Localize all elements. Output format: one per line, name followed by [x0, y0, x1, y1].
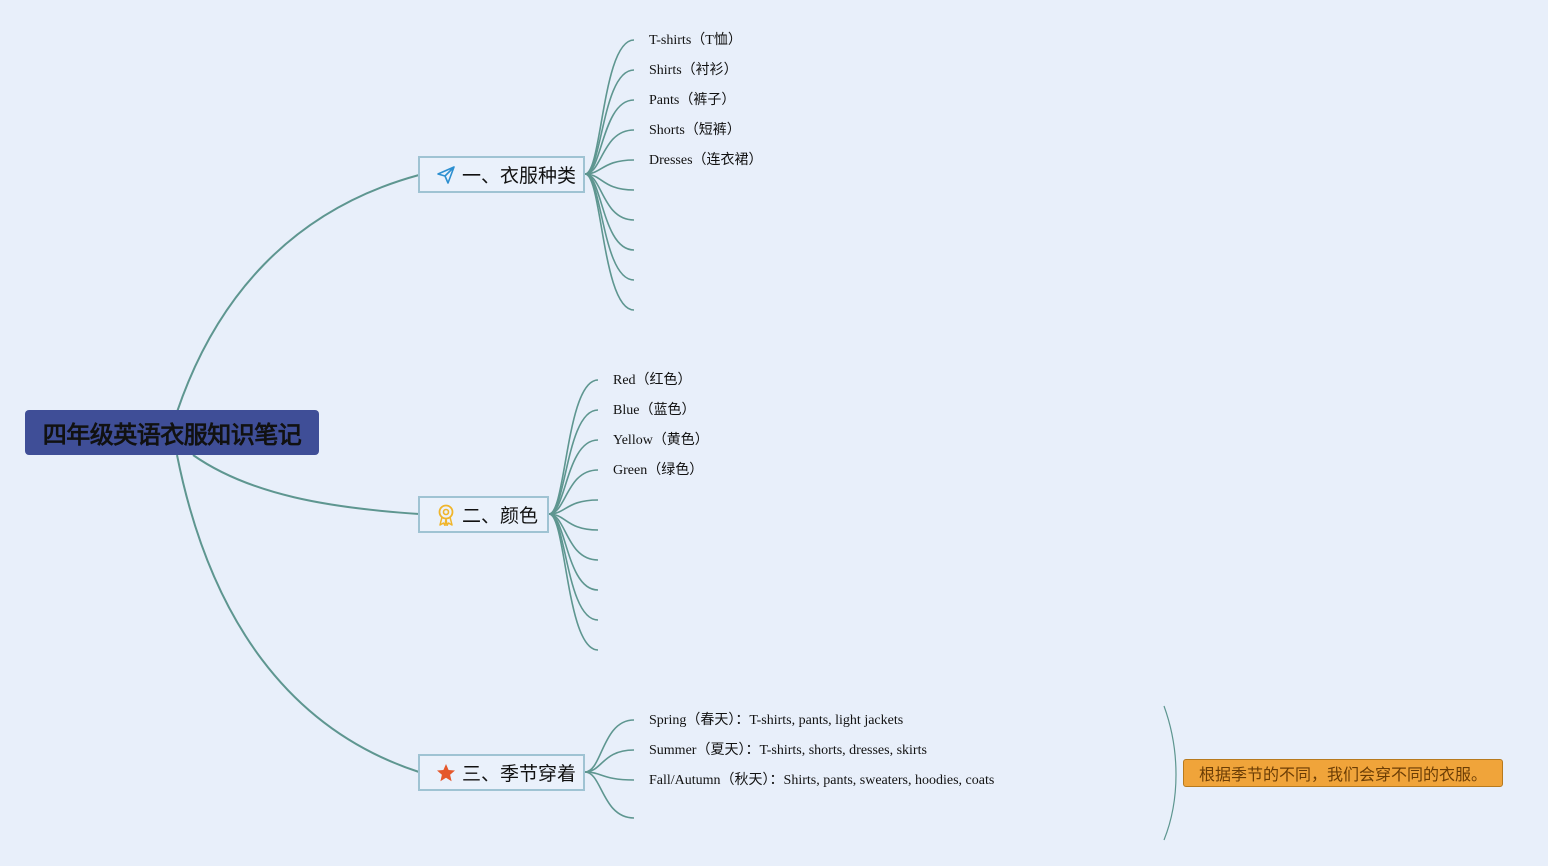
- topic-colors[interactable]: 二、颜色: [418, 496, 549, 533]
- root-node[interactable]: 四年级英语衣服知识笔记: [25, 410, 319, 455]
- leaf-topic1-item5[interactable]: Dresses（连衣裙）: [649, 153, 763, 168]
- topic-1-branch-1: [584, 39, 635, 175]
- leaf-topic1-item2[interactable]: Shirts（衬衫）: [649, 63, 738, 78]
- root-to-topic-2-line: [192, 454, 420, 515]
- topic-1-branch-3: [584, 99, 635, 175]
- summary-brace: [1163, 705, 1177, 841]
- topic-3-branch-2: [584, 749, 635, 773]
- root-to-topic-1-line: [176, 174, 420, 413]
- leaf-topic3-item3[interactable]: Fall/Autumn（秋天）：Shirts, pants, sweaters,…: [649, 773, 995, 788]
- leaf-topic2-item2[interactable]: Blue（蓝色）: [613, 403, 696, 418]
- star-icon: [436, 762, 456, 784]
- topic-1-branch-10: [584, 173, 635, 311]
- topic-2-branch-3: [548, 439, 599, 515]
- leaf-topic2-item3[interactable]: Yellow（黄色）: [613, 433, 709, 448]
- leaf-topic1-item4[interactable]: Shorts（短裤）: [649, 123, 741, 138]
- leaf-topic2-item4[interactable]: Green（绿色）: [613, 463, 704, 478]
- summary-note[interactable]: 根据季节的不同，我们会穿不同的衣服。: [1183, 759, 1503, 787]
- summary-note-text: 根据季节的不同，我们会穿不同的衣服。: [1198, 765, 1487, 784]
- topic-2-branch-10: [548, 513, 599, 651]
- paper-plane-icon: [436, 164, 456, 186]
- leaf-topic1-item1[interactable]: T-shirts（T恤）: [649, 33, 742, 48]
- topic-3-branch-1: [584, 719, 635, 773]
- topic-3-branch-4: [584, 771, 635, 819]
- topic-label: 二、颜色: [462, 505, 539, 527]
- topic-2-branch-1: [548, 379, 599, 515]
- leaf-topic1-item3[interactable]: Pants（裤子）: [649, 93, 736, 108]
- topic-label: 一、衣服种类: [462, 165, 577, 187]
- topic-2-branch-2: [548, 409, 599, 515]
- leaf-topic2-item1[interactable]: Red（红色）: [613, 373, 692, 388]
- topic-label: 三、季节穿着: [462, 763, 577, 785]
- root-title: 四年级英语衣服知识笔记: [42, 421, 302, 449]
- root-to-topic-3-line: [176, 454, 420, 773]
- award-ribbon-icon: [436, 504, 456, 526]
- leaf-topic3-item1[interactable]: Spring（春天）：T-shirts, pants, light jacket…: [649, 713, 904, 728]
- topic-seasonal-wear[interactable]: 三、季节穿着: [418, 754, 585, 791]
- topic-clothing-types[interactable]: 一、衣服种类: [418, 156, 585, 193]
- leaf-topic3-item2[interactable]: Summer（夏天）：T-shirts, shorts, dresses, sk…: [649, 743, 927, 758]
- topic-1-branch-2: [584, 69, 635, 175]
